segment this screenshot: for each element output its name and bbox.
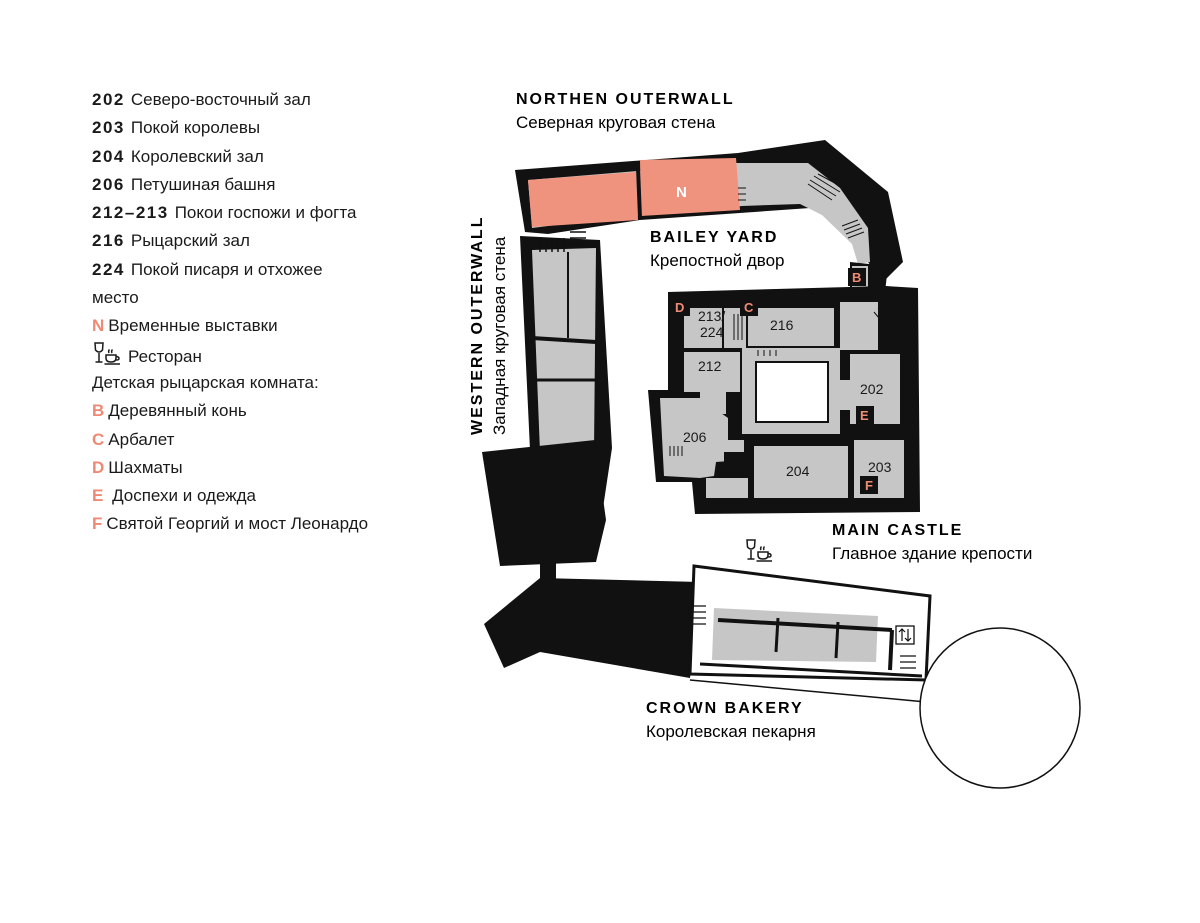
- room-label-213: 213/: [698, 308, 725, 324]
- stairs-icon: [738, 173, 865, 239]
- exhibition-room-west: [528, 172, 638, 227]
- exhibition-room-n: [640, 158, 740, 216]
- main-title: MAIN CASTLE: [832, 522, 963, 539]
- northern-outerwall: [515, 140, 903, 282]
- svg-text:B: B: [852, 270, 861, 285]
- room-label-203: 203: [868, 459, 892, 475]
- room-label-224: 224: [700, 324, 724, 340]
- bailey-subtitle: Крепостной двор: [650, 251, 785, 270]
- svg-text:E: E: [860, 408, 869, 423]
- main-subtitle: Главное здание крепости: [832, 544, 1032, 563]
- marker-f: F: [860, 476, 878, 494]
- northern-title: NORTHEN OUTERWALL: [516, 91, 735, 108]
- bakery-title: CROWN BAKERY: [646, 700, 804, 717]
- wine-coffee-icon: [746, 539, 772, 562]
- stairs-icon: [688, 605, 916, 669]
- legend-room-224-cont: место: [92, 288, 139, 308]
- wine-coffee-icon: [92, 341, 124, 374]
- legend-restaurant: Ресторан: [92, 341, 422, 369]
- marker-c: C: [740, 298, 758, 316]
- room-label-212: 212: [698, 358, 722, 374]
- room-206: [660, 398, 744, 478]
- room-label-206: 206: [683, 429, 707, 445]
- crown-bakery: [688, 564, 1081, 789]
- elevator-icon: [895, 625, 915, 645]
- room-label-202: 202: [860, 381, 884, 397]
- courtyard: [755, 361, 829, 423]
- marker-e: E: [856, 406, 874, 424]
- legend-kids-e: E Доспехи и одежда: [92, 486, 256, 506]
- western-title: WESTERN OUTERWALL: [469, 216, 486, 435]
- room-204: [754, 446, 848, 498]
- marker-n: N: [676, 184, 687, 201]
- room-216: [748, 308, 834, 346]
- svg-text:F: F: [865, 478, 873, 493]
- main-castle: 213/ 224 216 212 202 206 204 203: [648, 286, 920, 514]
- stairs-icon: [669, 295, 889, 456]
- legend-kids-title: Детская рыцарская комната:: [92, 372, 319, 392]
- western-outerwall: [482, 231, 700, 678]
- svg-text:C: C: [744, 300, 754, 315]
- room-label-204: 204: [786, 463, 810, 479]
- bakery-subtitle: Королевская пекарня: [646, 722, 816, 741]
- svg-text:D: D: [675, 300, 684, 315]
- room-212: [684, 352, 740, 392]
- bailey-title: BAILEY YARD: [650, 229, 778, 246]
- western-subtitle: Западная круговая стена: [490, 236, 509, 435]
- northern-subtitle: Северная круговая стена: [516, 113, 716, 132]
- room-label-216: 216: [770, 317, 794, 333]
- stairs-icon: [539, 231, 586, 252]
- marker-b: B: [848, 268, 866, 286]
- marker-d: D: [672, 298, 690, 316]
- round-tower: [919, 627, 1081, 789]
